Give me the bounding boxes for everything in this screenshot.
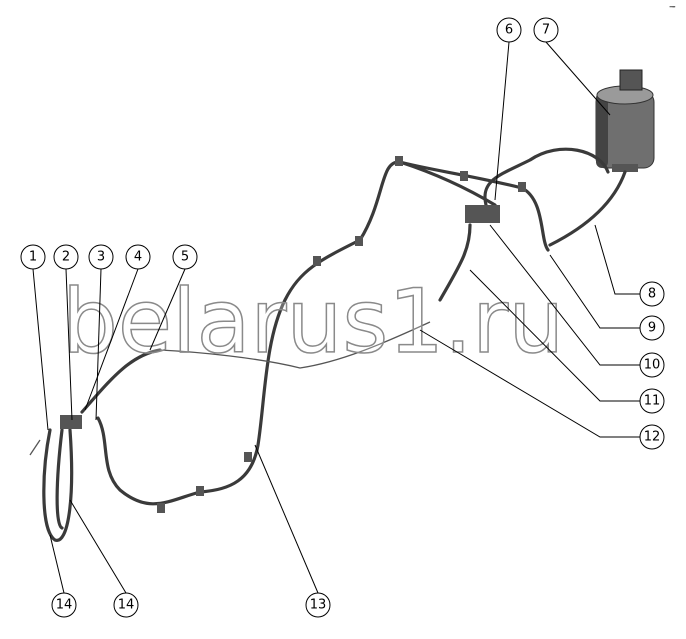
watermark: belarus1.ru [62,270,564,373]
svg-text:3: 3 [97,250,105,265]
svg-text:4: 4 [134,250,142,265]
svg-text:10: 10 [644,358,661,373]
svg-text:14: 14 [118,598,135,613]
callout-7: 7 [533,17,559,43]
svg-text:12: 12 [644,430,661,445]
charcoal-canister [595,69,655,172]
hoses-and-cables [29,147,627,542]
svg-text:14: 14 [56,598,73,613]
callout-1: 1 [20,244,46,270]
callout-11: 11 [639,388,665,414]
callout-2: 2 [53,244,79,270]
svg-text:11: 11 [644,394,661,409]
svg-text:5: 5 [181,250,189,265]
callout-5: 5 [172,244,198,270]
callout-4: 4 [125,244,151,270]
callout-8: 8 [639,281,665,307]
callout-9: 9 [639,315,665,341]
callout-12: 12 [639,424,665,450]
svg-text:6: 6 [505,23,513,38]
corner-mark: -̶ [669,2,675,12]
svg-text:8: 8 [648,287,656,302]
svg-text:9: 9 [648,321,656,336]
callout-10: 10 [639,352,665,378]
svg-text:7: 7 [542,23,550,38]
svg-text:2: 2 [62,250,70,265]
callout-14b: 14 [113,592,139,618]
callout-14a: 14 [51,592,77,618]
callout-13: 13 [305,592,331,618]
leader-lines [32,41,640,594]
svg-text:1: 1 [29,250,37,265]
svg-text:13: 13 [310,598,327,613]
callout-6: 6 [496,17,522,43]
callout-3: 3 [88,244,114,270]
